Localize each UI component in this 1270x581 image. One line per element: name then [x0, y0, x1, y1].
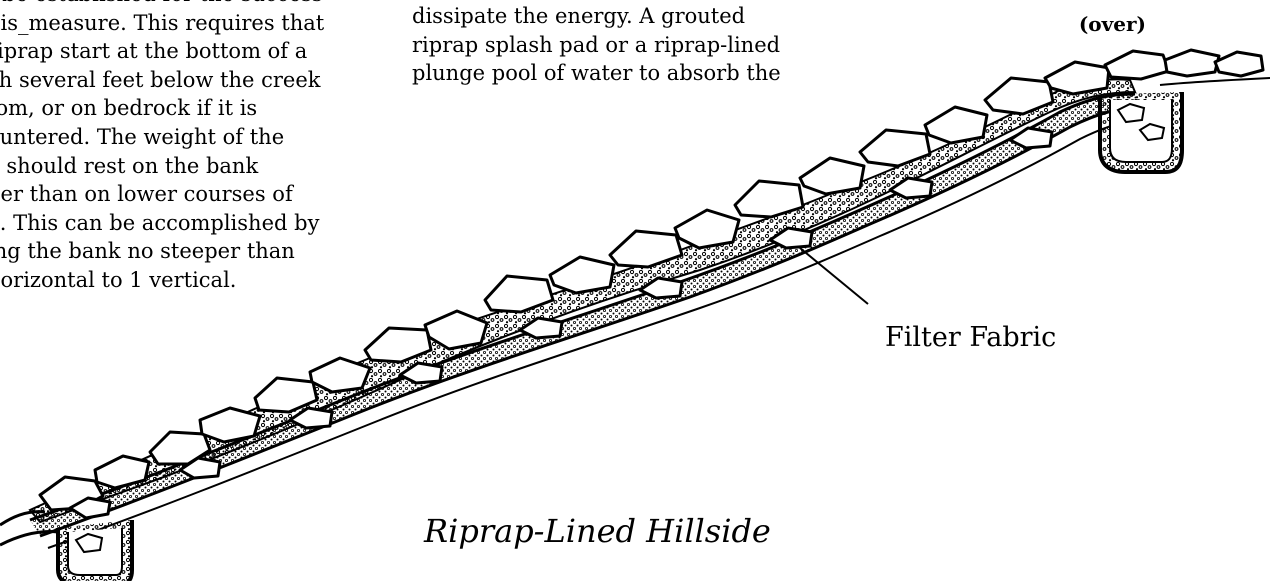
- top-toe-trench: [1100, 92, 1182, 172]
- rock: [925, 107, 987, 143]
- bottom-toe-trench: [58, 520, 132, 581]
- rock: [200, 408, 260, 442]
- rock: [675, 210, 739, 248]
- rock: [1105, 51, 1169, 79]
- top-ground-line: [1160, 78, 1270, 85]
- rock: [550, 257, 614, 293]
- rock: [1045, 62, 1109, 94]
- figure-caption: Riprap-Lined Hillside: [424, 512, 771, 550]
- filter-fabric-label: Filter Fabric: [885, 322, 1056, 353]
- rock: [1215, 52, 1263, 76]
- rock: [1165, 50, 1219, 76]
- rock: [735, 181, 803, 217]
- rock: [800, 158, 864, 194]
